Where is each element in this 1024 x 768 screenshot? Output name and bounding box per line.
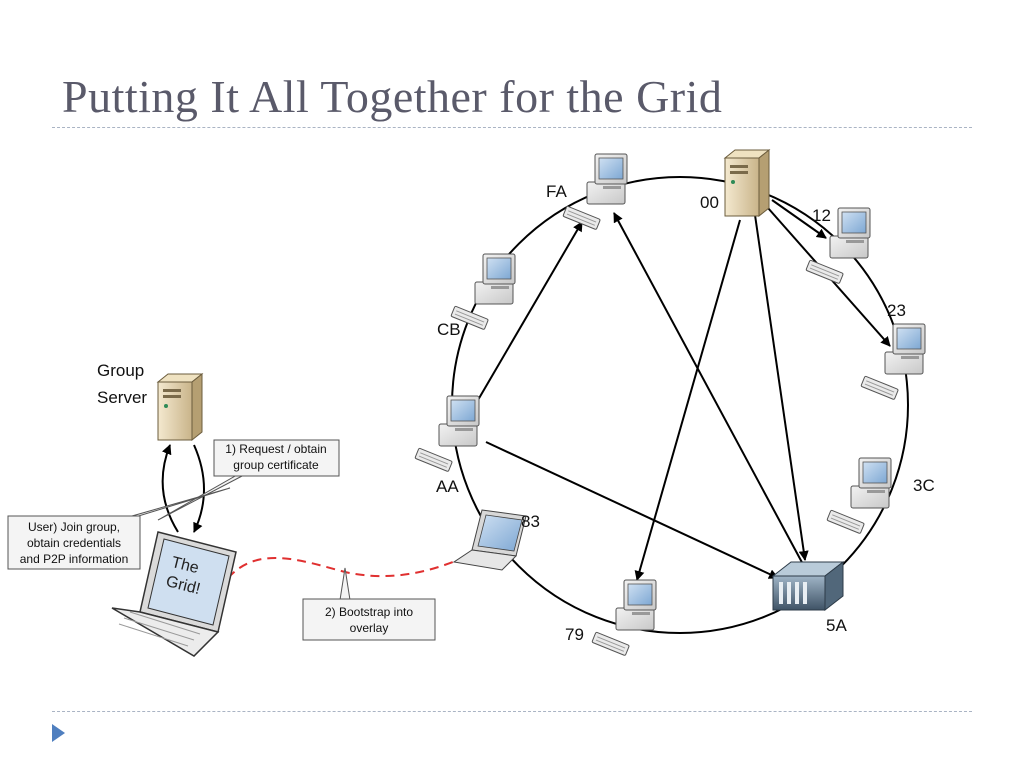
callout-request: 1) Request / obtain group certificate (157, 439, 340, 521)
node-cb (450, 253, 516, 331)
desktop-computer-icon (826, 457, 892, 535)
title-divider (52, 127, 972, 128)
node-label-12: 12 (812, 206, 831, 225)
laptop-icon (452, 509, 527, 571)
bootstrap-link (227, 557, 459, 579)
group-server-label-line1: Group (97, 361, 144, 380)
node-5a (771, 560, 845, 612)
group-server-label-line2: Server (97, 388, 147, 407)
callout-join-line3: and P2P information (20, 552, 129, 566)
link-laptop-to-server (161, 444, 179, 533)
node-aa (414, 395, 480, 473)
link-aa-5a (485, 441, 779, 579)
group-server (157, 373, 203, 441)
node-label-83: 83 (521, 512, 540, 531)
node-label-aa: AA (436, 477, 459, 496)
node-00 (724, 149, 770, 217)
desktop-computer-icon (591, 579, 657, 657)
desktop-computer-icon (414, 395, 480, 473)
link-server-to-laptop (193, 444, 205, 533)
node-79 (591, 579, 657, 657)
laptop-screen-line1: The (170, 554, 201, 577)
node-83 (452, 509, 527, 571)
callout-bootstrap-line2: overlay (350, 621, 389, 635)
node-label-79: 79 (565, 625, 584, 644)
link-aa-fa (477, 221, 583, 401)
link-00-79 (634, 219, 741, 581)
node-3c (826, 457, 892, 535)
callout-join-line2: obtain credentials (27, 536, 121, 550)
node-label-00: 00 (700, 193, 719, 212)
node-label-fa: FA (546, 182, 567, 201)
callout-bootstrap-line1: 2) Bootstrap into (325, 605, 413, 619)
slide-bullet-icon (52, 724, 65, 742)
callout-join-line1: User) Join group, (28, 520, 120, 534)
callout-request-line2: group certificate (233, 458, 319, 472)
node-label-cb: CB (437, 320, 461, 339)
rack-server-icon (771, 560, 845, 612)
link-5a-fa (613, 212, 806, 569)
footer-divider (52, 711, 972, 712)
server-tower-icon (724, 149, 770, 217)
callout-join: User) Join group, obtain credentials and… (7, 487, 231, 570)
group-server-links (161, 444, 205, 533)
grid-laptop: The Grid! (111, 531, 237, 657)
callout-bootstrap: 2) Bootstrap into overlay (302, 567, 436, 641)
node-label-5a: 5A (826, 616, 847, 635)
server-tower-icon (157, 373, 203, 441)
link-00-12 (771, 199, 827, 239)
node-23 (860, 323, 926, 401)
overlay-links (477, 199, 891, 581)
page-title: Putting It All Together for the Grid (62, 71, 723, 122)
node-label-3c: 3C (913, 476, 935, 495)
node-label-23: 23 (887, 301, 906, 320)
desktop-computer-icon (860, 323, 926, 401)
laptop-icon (111, 531, 237, 657)
desktop-computer-icon (450, 253, 516, 331)
link-00-5a (754, 214, 809, 561)
callout-request-line1: 1) Request / obtain (225, 442, 326, 456)
